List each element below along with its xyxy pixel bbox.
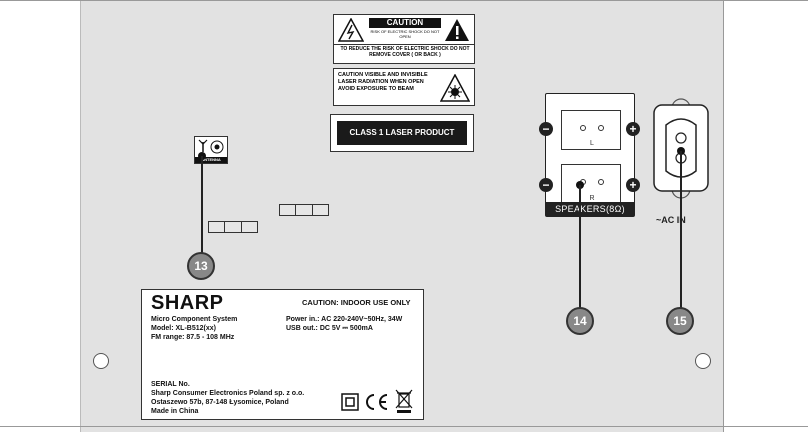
callout-13: 13 bbox=[187, 252, 215, 280]
exclamation-warning-icon bbox=[445, 19, 469, 41]
speaker-terminal-r[interactable]: R bbox=[561, 164, 621, 204]
antenna-terminal[interactable]: ANTENNA bbox=[194, 136, 228, 164]
antenna-tag: ANTENNA bbox=[195, 157, 227, 163]
rating-plate: SHARP CAUTION: INDOOR USE ONLY Micro Com… bbox=[141, 289, 424, 420]
manufacturer: Sharp Consumer Electronics Poland sp. z … bbox=[151, 390, 305, 397]
frame-bottom-line bbox=[0, 426, 808, 427]
callout-14: 14 bbox=[566, 307, 594, 335]
terminal-hole bbox=[598, 125, 604, 131]
speaker-terminal-l[interactable]: L bbox=[561, 110, 621, 150]
laser-caution-label: CAUTION VISIBLE AND INVISIBLE LASER RADI… bbox=[333, 68, 475, 106]
caution-title: CAUTION bbox=[369, 18, 441, 28]
class1-laser-text: CLASS 1 LASER PRODUCT bbox=[337, 121, 467, 145]
caution-divider bbox=[334, 44, 474, 45]
vent-slot-left bbox=[208, 221, 258, 233]
weee-bin-icon bbox=[395, 389, 413, 413]
plus-icon: + bbox=[626, 178, 640, 192]
brand-logo: SHARP bbox=[151, 292, 224, 314]
vent-slot-right bbox=[279, 204, 329, 216]
laser-caution-text: CAUTION VISIBLE AND INVISIBLE LASER RADI… bbox=[338, 72, 428, 92]
double-insulation-icon bbox=[341, 393, 359, 411]
right-side-panel bbox=[723, 0, 808, 432]
screw-right bbox=[695, 353, 711, 369]
serial-number: SERIAL No. bbox=[151, 381, 190, 388]
class1-laser-label: CLASS 1 LASER PRODUCT bbox=[330, 114, 474, 152]
terminal-hole bbox=[580, 125, 586, 131]
speaker-r-label: R bbox=[589, 195, 595, 202]
product-type: Micro Component System bbox=[151, 316, 238, 323]
frame-top-line bbox=[0, 0, 808, 1]
caution-subtitle: RISK OF ELECTRIC SHOCK DO NOT OPEN bbox=[370, 29, 440, 39]
country-of-origin: Made in China bbox=[151, 408, 199, 415]
callout-line-13 bbox=[201, 156, 203, 253]
screw-left bbox=[93, 353, 109, 369]
antenna-symbol-icon bbox=[198, 139, 208, 152]
left-side-panel bbox=[0, 0, 81, 432]
panel-edge bbox=[80, 0, 81, 432]
manufacturer-address: Ostaszewo 57b, 87-148 Łysomice, Poland bbox=[151, 399, 289, 406]
fm-range: FM range: 87.5 - 108 MHz bbox=[151, 334, 235, 341]
lightning-warning-icon bbox=[338, 18, 364, 42]
caution-warning-text: TO REDUCE THE RISK OF ELECTRIC SHOCK DO … bbox=[340, 46, 470, 58]
model-number: Model: XL-B512(xx) bbox=[151, 325, 216, 332]
indoor-caution: CAUTION: INDOOR USE ONLY bbox=[302, 298, 411, 307]
caution-label: CAUTION RISK OF ELECTRIC SHOCK DO NOT OP… bbox=[333, 14, 475, 64]
callout-line-14 bbox=[579, 185, 581, 309]
terminal-hole bbox=[598, 179, 604, 185]
usb-rating: USB out.: DC 5V ⎓ 500mA bbox=[286, 325, 373, 332]
minus-icon: − bbox=[539, 178, 553, 192]
callout-line-15 bbox=[680, 151, 682, 309]
speakers-tag: SPEAKERS(8Ω) bbox=[546, 202, 634, 216]
minus-icon: − bbox=[539, 122, 553, 136]
antenna-socket-icon bbox=[210, 140, 224, 154]
power-rating: Power in.: AC 220-240V~50Hz, 34W bbox=[286, 316, 403, 323]
laser-warning-icon bbox=[440, 74, 470, 102]
ce-mark-icon bbox=[366, 394, 388, 410]
speaker-terminals: L R SPEAKERS(8Ω) bbox=[545, 93, 635, 217]
callout-15: 15 bbox=[666, 307, 694, 335]
plus-icon: + bbox=[626, 122, 640, 136]
speaker-l-label: L bbox=[590, 140, 594, 147]
ac-in-label: ~AC IN bbox=[656, 215, 686, 225]
